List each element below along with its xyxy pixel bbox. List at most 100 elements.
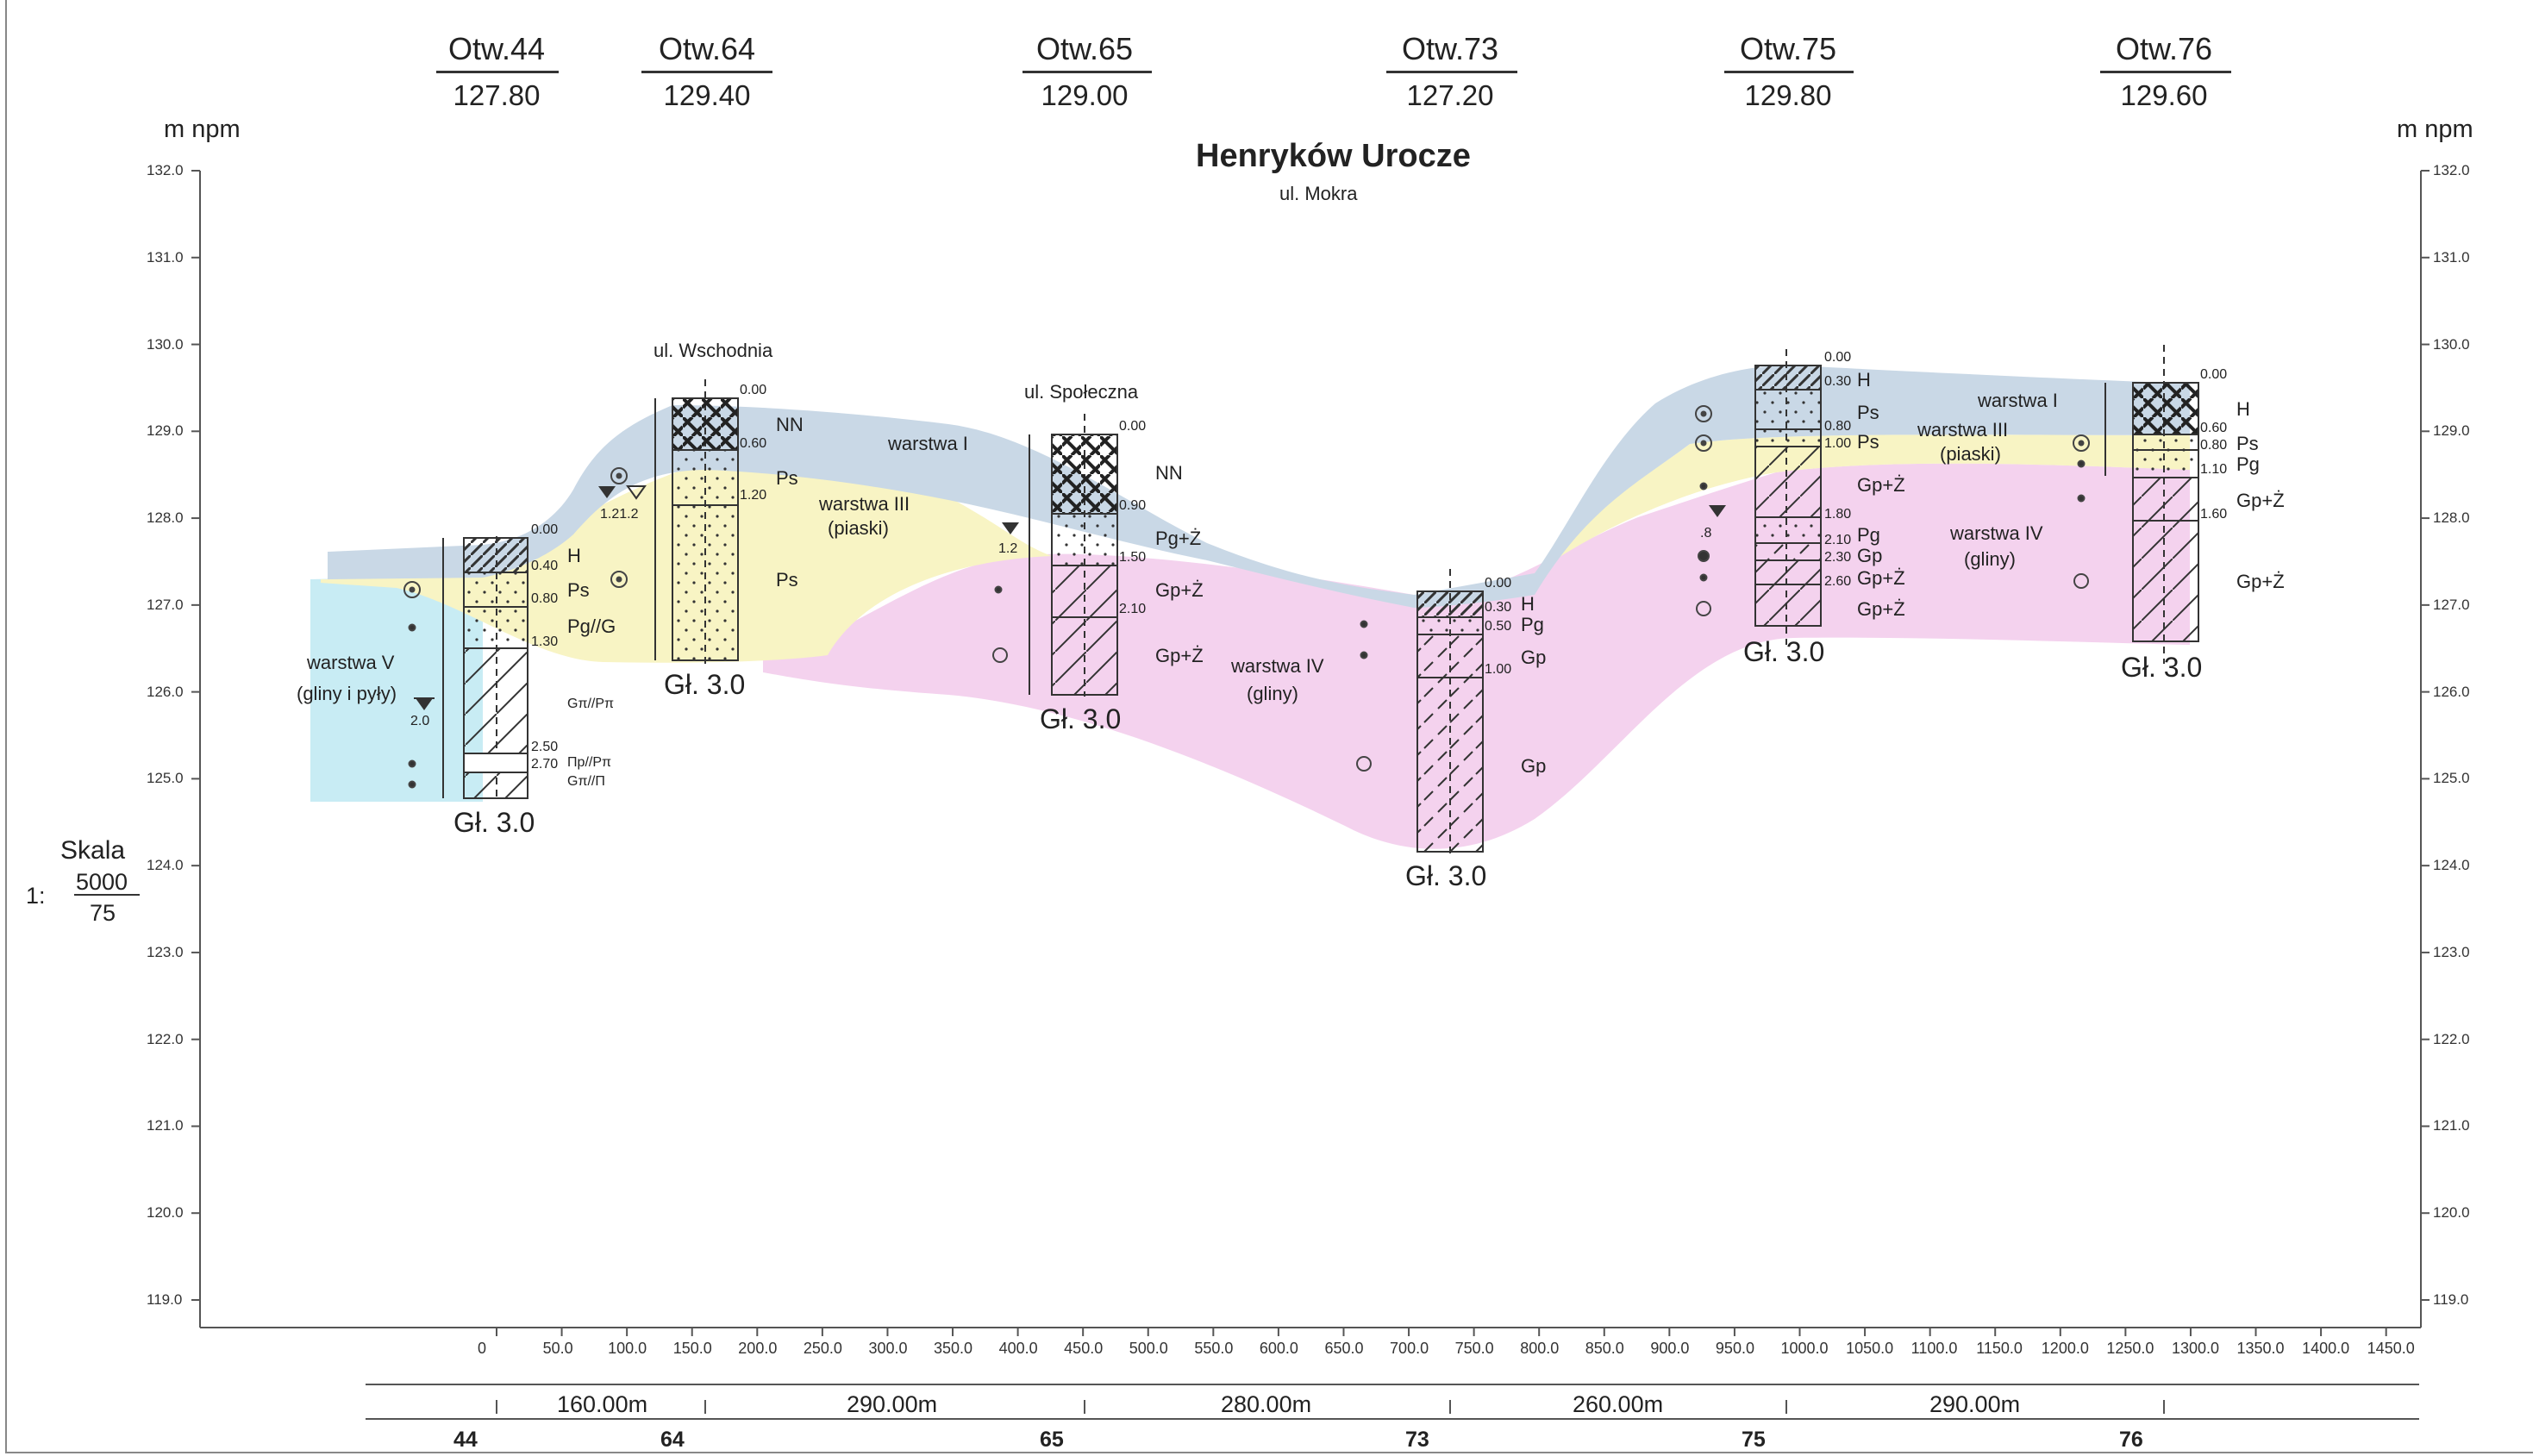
depth-label-75: Gł. 3.0 xyxy=(1743,636,1825,667)
borehole-elevation-76: 129.60 xyxy=(2120,79,2208,111)
x-tick-label: 1200.0 xyxy=(2041,1340,2089,1357)
layer-label-w3-b2: (piaski) xyxy=(1940,443,2001,465)
section-subtitle: ul. Mokra xyxy=(1279,183,1358,204)
x-tick-label: 1350.0 xyxy=(2236,1340,2285,1357)
depth-label-65: Gł. 3.0 xyxy=(1040,703,1122,734)
code-75-3: Gp+Ż xyxy=(1857,474,1905,496)
code-73-2: Gp xyxy=(1521,647,1547,668)
y-tick-label-left: 125.0 xyxy=(147,770,184,787)
depth-label-64: Gł. 3.0 xyxy=(664,669,746,700)
layer-label-w5-1: warstwa V xyxy=(307,652,395,673)
borehole-elevation-73: 127.20 xyxy=(1406,79,1494,111)
code-65-0: NN xyxy=(1155,462,1183,484)
depth-64-1: 0.60 xyxy=(740,436,767,451)
bottom-id-64: 64 xyxy=(660,1428,685,1452)
depth-label-76: Gł. 3.0 xyxy=(2121,652,2203,683)
x-tick-label: 200.0 xyxy=(738,1340,778,1357)
code-75-6: Gp+Ż xyxy=(1857,567,1905,589)
distance-73-75: 260.00m xyxy=(1573,1391,1664,1417)
y-tick-label-left: 124.0 xyxy=(147,857,184,874)
depth-44-0: 0.00 xyxy=(531,522,559,537)
borehole-column-76 xyxy=(2104,345,2199,664)
depth-76-2: 0.80 xyxy=(2200,438,2228,453)
code-75-1: Ps xyxy=(1857,402,1879,423)
street-label-wschodnia: ul. Wschodnia xyxy=(654,340,773,361)
water-level-44: 2.0 xyxy=(410,714,430,728)
borehole-title-64: Otw.64 xyxy=(658,31,756,66)
y-tick-label-right: 129.0 xyxy=(2433,422,2470,440)
layer-label-w1-a: warstwa I xyxy=(888,433,968,454)
depth-65-1: 0.90 xyxy=(1119,498,1147,513)
layer-label-w3-a1: warstwa III xyxy=(819,493,910,515)
y-tick-label-right: 122.0 xyxy=(2433,1030,2470,1047)
borehole-title-65: Otw.65 xyxy=(1035,31,1134,66)
x-tick-label: 300.0 xyxy=(868,1340,908,1357)
code-75-4: Pg xyxy=(1857,524,1880,546)
layer-i xyxy=(328,365,2190,608)
depth-64-2: 1.20 xyxy=(740,488,767,503)
borehole-elevation-64: 129.40 xyxy=(663,79,751,111)
depth-64-0: 0.00 xyxy=(740,383,767,397)
x-tick-label: 750.0 xyxy=(1454,1340,1494,1357)
y-tick-label-left: 127.0 xyxy=(147,596,184,613)
borehole-rule-44 xyxy=(436,71,559,73)
code-65-2: Gp+Ż xyxy=(1155,579,1204,601)
code-75-7: Gp+Ż xyxy=(1857,598,1905,620)
scale-horizontal: 5000 xyxy=(76,869,128,895)
depth-label-44: Gł. 3.0 xyxy=(453,807,535,838)
depth-65-3: 2.10 xyxy=(1119,602,1147,616)
scale-label: Skala xyxy=(60,836,126,865)
borehole-rule-75 xyxy=(1724,71,1854,73)
bottom-id-65: 65 xyxy=(1040,1428,1064,1452)
code-44-3: Gπ//Pπ xyxy=(567,697,615,711)
layer-label-w1-b: warstwa I xyxy=(1978,390,2058,411)
distance-44-64: 160.00m xyxy=(557,1391,648,1417)
borehole-elevation-44: 127.80 xyxy=(453,79,541,111)
depth-75-1: 0.30 xyxy=(1824,374,1852,389)
borehole-elevation-65: 129.00 xyxy=(1041,79,1129,111)
x-tick-label: 100.0 xyxy=(608,1340,647,1357)
borehole-rule-65 xyxy=(1022,71,1152,73)
x-tick-label: 800.0 xyxy=(1520,1340,1560,1357)
y-tick-label-left: 132.0 xyxy=(147,162,184,178)
depth-44-2: 0.80 xyxy=(531,591,559,606)
layer-label-w3-a2: (piaski) xyxy=(828,517,889,539)
y-tick-label-right: 121.0 xyxy=(2433,1117,2470,1134)
borehole-column-65 xyxy=(1029,414,1118,697)
code-73-1: Pg xyxy=(1521,614,1544,635)
bottom-id-76: 76 xyxy=(2119,1428,2143,1452)
code-65-1: Pg+Ż xyxy=(1155,528,1202,549)
layer-iii-piaski-right xyxy=(1535,434,2190,573)
street-label-spoleczna: ul. Społeczna xyxy=(1024,381,1139,403)
code-44-2: Pg//G xyxy=(567,616,616,637)
depth-75-7: 2.60 xyxy=(1824,574,1852,589)
y-tick-label-right: 120.0 xyxy=(2433,1204,2470,1222)
y-tick-label-left: 120.0 xyxy=(147,1204,184,1222)
y-tick-label-left: 130.0 xyxy=(147,335,184,353)
x-tick-label: 400.0 xyxy=(998,1340,1038,1357)
borehole-rule-73 xyxy=(1386,71,1517,73)
code-44-4: Πp//Pπ xyxy=(567,755,612,770)
scale-vertical: 75 xyxy=(90,900,116,926)
depth-44-5: 2.70 xyxy=(531,757,559,772)
depth-73-3: 1.00 xyxy=(1485,662,1512,677)
depth-75-0: 0.00 xyxy=(1824,350,1852,365)
x-tick-label: 150.0 xyxy=(672,1340,712,1357)
code-64-2: Ps xyxy=(776,569,798,591)
water-table-marker-65 xyxy=(1002,522,1019,534)
unit-label-right: m npm xyxy=(2397,116,2473,143)
depth-65-0: 0.00 xyxy=(1119,419,1147,434)
depth-44-4: 2.50 xyxy=(531,740,559,754)
borehole-rule-76 xyxy=(2100,71,2231,73)
borehole-title-75: Otw.75 xyxy=(1739,31,1837,66)
borehole-column-75 xyxy=(1754,349,1822,645)
y-axis-ticks-right xyxy=(2421,170,2430,1301)
code-75-0: H xyxy=(1857,369,1871,391)
depth-75-3: 1.00 xyxy=(1824,436,1852,451)
drawing-frame xyxy=(5,0,2533,1453)
y-tick-label-left: 131.0 xyxy=(147,248,184,266)
x-tick-label: 50.0 xyxy=(542,1340,573,1357)
code-73-3: Gp xyxy=(1521,755,1547,777)
